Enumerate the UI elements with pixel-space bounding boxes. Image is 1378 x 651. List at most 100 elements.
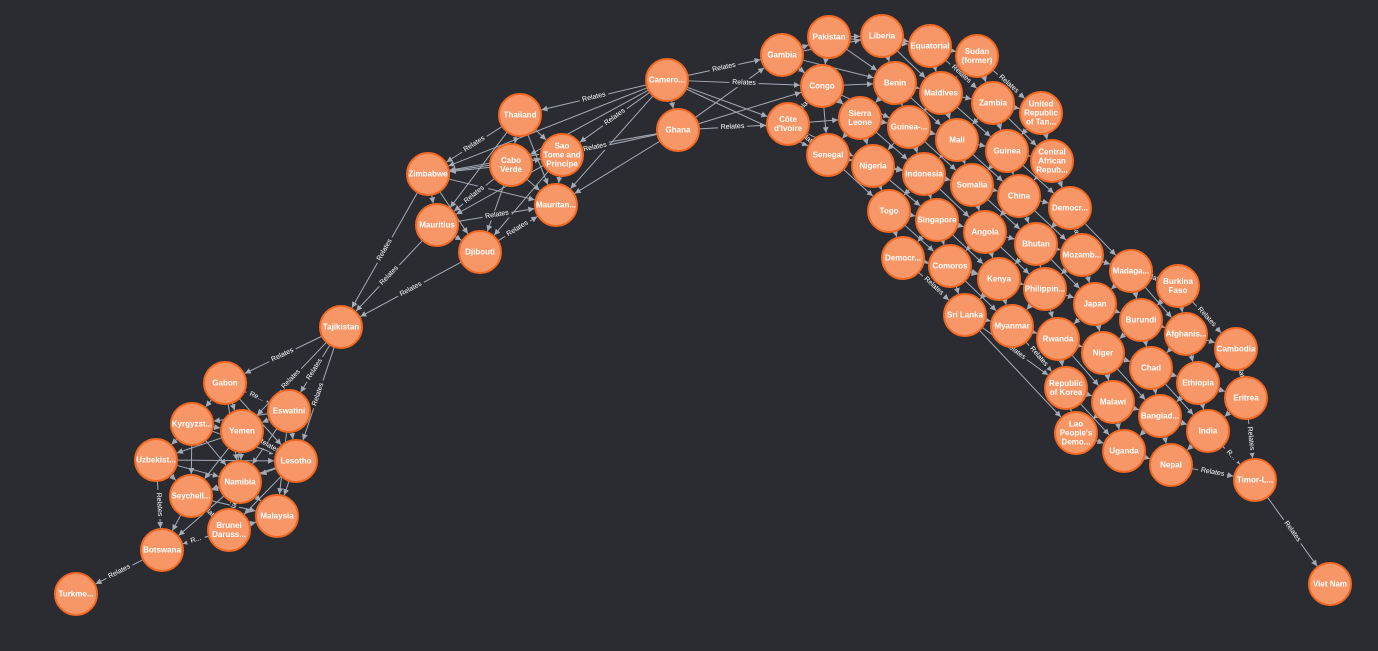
relationship-edge[interactable] [1085,391,1093,397]
relationship-edge[interactable] [1095,324,1102,332]
country-node-singapore[interactable]: Singapore [915,198,959,242]
relationship-edge[interactable] [1060,267,1068,275]
country-node-dprk[interactable]: Democr... [881,236,925,280]
relationship-edge[interactable] [929,129,936,136]
country-node-circle[interactable] [887,105,931,149]
country-node-circle[interactable] [881,236,925,280]
country-node-bangladesh[interactable]: Banglad... [1138,394,1182,438]
country-node-circle[interactable] [218,460,262,504]
country-node-circle[interactable] [1044,366,1088,410]
country-node-india[interactable]: India [1186,409,1230,453]
relationship-edge[interactable] [289,431,296,440]
country-node-circle[interactable] [766,102,810,146]
country-node-pakistan[interactable]: Pakistan [807,15,851,59]
relationship-edge[interactable] [971,117,979,125]
relationship-edge[interactable] [1071,354,1099,386]
relationship-edge[interactable] [169,473,177,481]
relationship-edge[interactable] [903,188,911,196]
relationship-edge[interactable] [1042,133,1049,140]
country-node-circle[interactable] [1091,380,1135,424]
country-node-madagascar[interactable]: Madaga... [1109,249,1153,293]
country-node-circle[interactable] [1138,394,1182,438]
country-node-circle[interactable] [415,203,459,247]
relationship-edge[interactable] [449,166,491,174]
country-node-circle[interactable] [1054,411,1098,455]
country-node-circle[interactable] [267,389,311,433]
country-node-zambia[interactable]: Zambia [971,81,1015,125]
relationship-edge[interactable] [981,75,987,83]
country-node-circle[interactable] [955,34,999,78]
country-node-malawi[interactable]: Malawi [1091,380,1135,424]
country-node-angola[interactable]: Angola [963,210,1007,254]
country-node-circle[interactable] [169,474,213,518]
country-node-thailand[interactable]: Thailand [498,93,542,137]
relationship-edge[interactable] [880,118,888,125]
relationship-edge[interactable] [254,494,262,502]
relationship-edge[interactable] [999,246,1030,275]
relationship-edge[interactable] [212,424,221,431]
relationship-edge[interactable] [205,399,213,408]
country-node-circle[interactable] [489,143,533,187]
country-node-circle[interactable] [534,183,578,227]
country-node-uzbekistan[interactable]: Uzbekist... [134,438,178,482]
relationship-edge[interactable] [957,222,964,229]
country-node-circle[interactable] [1030,139,1074,183]
country-node-cambodia[interactable]: Cambodia [1214,327,1258,371]
country-node-circle[interactable] [1156,264,1200,308]
country-node-circle[interactable] [498,93,542,137]
country-node-bhutan[interactable]: Bhutan [1014,222,1058,266]
country-node-laos[interactable]: LaoPeople'sDemo... [1054,411,1098,455]
relationship-edge[interactable] [988,251,994,259]
relationship-edge[interactable] [972,153,1004,182]
country-node-circle[interactable] [919,71,963,115]
country-node-botswana[interactable]: Botswana [140,528,184,572]
country-node-japan[interactable]: Japan [1073,282,1117,326]
country-node-nigeria[interactable]: Nigeria [851,144,895,188]
country-node-circle[interactable] [977,257,1021,301]
relationship-edge[interactable] [1079,403,1110,436]
country-node-circle[interactable] [908,24,952,68]
relationship-edge[interactable] [694,67,765,119]
relationship-edge[interactable] [944,175,951,182]
country-node-circle[interactable] [760,33,804,77]
relationship-edge[interactable] [961,94,972,101]
relationship-edge[interactable] [801,44,809,50]
relationship-edge[interactable] [260,467,277,475]
relationship-edge[interactable] [1122,356,1131,363]
country-node-circle[interactable] [867,189,911,233]
relationship-edge[interactable] [1048,309,1054,318]
country-node-vietnam[interactable]: Viet Nam [1308,562,1352,606]
country-node-eswatini[interactable]: Eswatini [267,389,311,433]
country-node-drc[interactable]: Democr... [1048,186,1092,230]
country-node-nepal[interactable]: Nepal [1149,443,1193,487]
country-node-circle[interactable] [1019,91,1063,135]
country-node-philippines[interactable]: Philippin... [1023,267,1067,311]
country-node-equatorial[interactable]: Equatorial [908,24,952,68]
country-node-timorleste[interactable]: Timor-L... [1233,458,1277,502]
relationship-edge[interactable] [1156,298,1164,306]
relationship-edge[interactable] [1119,332,1127,339]
country-node-circle[interactable] [645,58,689,102]
relationship-edge[interactable] [1161,436,1168,444]
country-node-china[interactable]: China [997,174,1041,218]
country-node-circle[interactable] [1102,429,1146,473]
relationship-edge[interactable] [822,106,829,134]
relationship-edge[interactable] [1170,371,1178,378]
country-node-benin[interactable]: Benin [873,61,917,105]
relationship-edge[interactable] [171,514,182,531]
relationship-edge[interactable] [513,135,519,144]
relationship-edge[interactable] [917,235,924,242]
country-node-uganda[interactable]: Uganda [1102,429,1146,473]
country-node-circle[interactable] [873,61,917,105]
country-node-lesotho[interactable]: Lesotho [274,439,318,483]
country-node-ghana[interactable]: Ghana [656,108,700,152]
country-node-circle[interactable] [800,64,844,108]
country-node-djibouti[interactable]: Djibouti [458,230,502,274]
country-node-circle[interactable] [860,14,904,58]
country-node-eritrea[interactable]: Eritrea [1224,376,1268,420]
country-node-tajikistan[interactable]: Tajikistan [319,305,363,349]
relationship-edge[interactable] [1116,368,1146,401]
